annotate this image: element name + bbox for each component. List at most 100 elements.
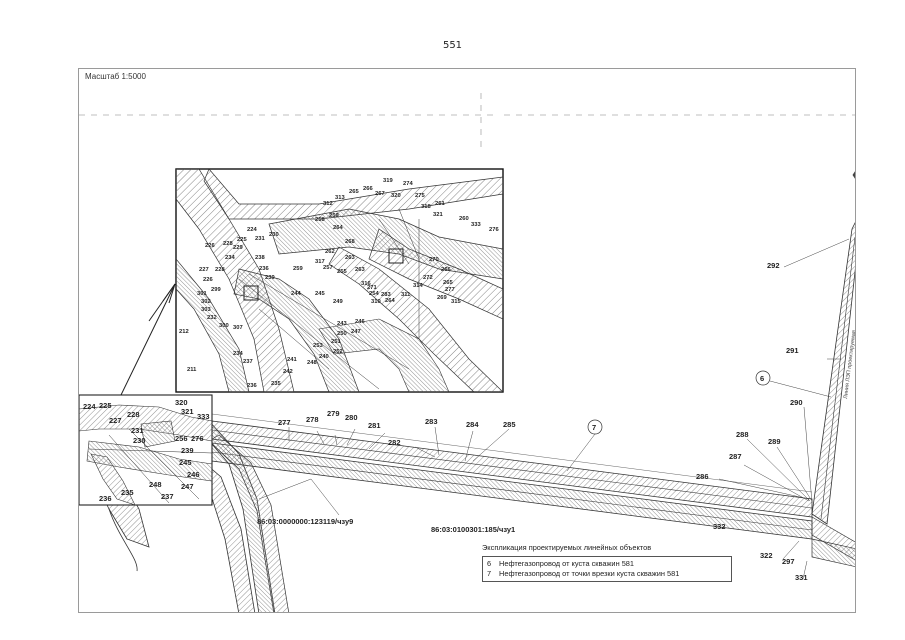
point-label: 315	[451, 299, 461, 305]
point-label: 275	[415, 193, 425, 199]
point-label: 241	[287, 357, 297, 363]
point-label: 277	[278, 418, 291, 427]
point-label: 212	[179, 329, 189, 335]
right-corridor: Линия ЛЭП проектируемая	[811, 222, 855, 525]
legend-text: Нефтегазопровод от куста скважин 581	[499, 559, 635, 568]
point-label: 322	[760, 551, 773, 560]
point-label: 291	[786, 346, 799, 355]
point-label: 243	[337, 321, 347, 327]
point-label: 299	[211, 287, 221, 293]
point-label: 320	[175, 398, 188, 407]
point-label: 289	[768, 437, 781, 446]
map-drawing: Линия ЛЭП проектируемая 6	[79, 93, 855, 612]
point-label: 288	[736, 430, 749, 439]
marker-6: 6	[760, 374, 764, 383]
cadastral-labels: 86:03:0000000:123119/чзу9 86:03:0100301:…	[257, 478, 515, 534]
point-label: 252	[333, 349, 343, 355]
point-label: 227	[109, 416, 122, 425]
point-label: 301	[197, 291, 207, 297]
legend-row: 7 Нефтегазопровод от точки врезки куста …	[487, 569, 727, 579]
point-label: 255	[337, 269, 347, 275]
point-label: 259	[329, 213, 339, 219]
point-label: 238	[255, 255, 265, 261]
legend-row: 6 Нефтегазопровод от куста скважин 581	[487, 559, 727, 569]
point-label: 245	[315, 291, 325, 297]
point-label: 319	[383, 178, 393, 184]
point-label: 292	[767, 261, 780, 270]
point-label: 321	[433, 212, 443, 218]
point-label: 259	[293, 266, 303, 272]
point-label: 266	[441, 267, 451, 273]
point-label: 229	[233, 245, 243, 251]
legend-num: 6	[487, 559, 492, 568]
point-label: 310	[371, 299, 381, 305]
point-label: 228	[215, 267, 225, 273]
point-label: 239	[181, 446, 194, 455]
point-label: 231	[131, 426, 144, 435]
map-frame: Масштаб 1:5000	[78, 68, 856, 613]
leader-lines	[288, 238, 850, 580]
scale-label: Масштаб 1:5000	[85, 72, 146, 81]
point-label: 278	[306, 415, 319, 424]
large-inset	[175, 168, 504, 393]
point-label: 253	[313, 343, 323, 349]
point-label: 284	[466, 420, 479, 429]
point-label: 247	[351, 329, 361, 335]
point-label: 236	[259, 266, 269, 272]
point-label: 312	[323, 201, 333, 207]
legend-num: 7	[487, 569, 492, 578]
point-label: 274	[403, 181, 413, 187]
point-label: 237	[243, 359, 253, 365]
point-label: 240	[319, 354, 329, 360]
point-label: 246	[355, 319, 365, 325]
point-label: 333	[471, 222, 481, 228]
point-label: 248	[149, 480, 162, 489]
point-label: 276	[489, 227, 499, 233]
point-label: 316	[361, 281, 371, 287]
point-label: 230	[269, 232, 279, 238]
page-number: 551	[442, 40, 463, 51]
point-label: 262	[325, 249, 335, 255]
point-label: 226	[205, 243, 215, 249]
point-label: 228	[223, 241, 233, 247]
point-label: 237	[161, 492, 174, 501]
point-label: 321	[181, 407, 194, 416]
point-label: 246	[187, 470, 200, 479]
point-label: 242	[283, 369, 293, 375]
point-label: 236	[247, 383, 257, 389]
legend-text: Нефтегазопровод от точки врезки куста ск…	[499, 569, 680, 578]
point-label: 297	[782, 557, 795, 566]
point-label: 303	[201, 307, 211, 313]
point-label: 264	[385, 298, 395, 304]
point-label: 268	[345, 239, 355, 245]
point-label: 225	[99, 401, 112, 410]
legend: Экспликация проектируемых линейных объек…	[482, 543, 732, 582]
point-label: 224	[247, 227, 257, 233]
point-label: 230	[133, 436, 146, 445]
point-label: 271	[367, 285, 377, 291]
point-label: 279	[327, 409, 340, 418]
point-label: 256	[175, 434, 188, 443]
point-label: 249	[333, 299, 343, 305]
point-label: 261	[435, 201, 445, 207]
point-label: 282	[388, 438, 401, 447]
point-label: 228	[127, 410, 140, 419]
line-markers: 6 7	[566, 370, 832, 472]
small-detail-box: 224 225 227 228 231 230 320 321 333 256 …	[79, 394, 213, 506]
point-label: 302	[201, 299, 211, 305]
inset-labels: 319 274 320 275 318 261 321 260 333 276 …	[179, 178, 499, 389]
point-label: 320	[391, 193, 401, 199]
point-label: 245	[179, 458, 192, 467]
point-label: 260	[459, 216, 469, 222]
point-label: 311	[401, 292, 411, 298]
point-label: 290	[790, 398, 803, 407]
point-label: 331	[795, 573, 808, 582]
point-label: 287	[729, 452, 742, 461]
point-label: 281	[368, 421, 381, 430]
point-label: 263	[345, 255, 355, 261]
cadastral-2: 86:03:0100301:185/чзу1	[431, 525, 515, 534]
point-label: 227	[199, 267, 209, 273]
point-label: 247	[181, 482, 194, 491]
point-label: 265	[443, 280, 453, 286]
point-label: 318	[421, 204, 431, 210]
